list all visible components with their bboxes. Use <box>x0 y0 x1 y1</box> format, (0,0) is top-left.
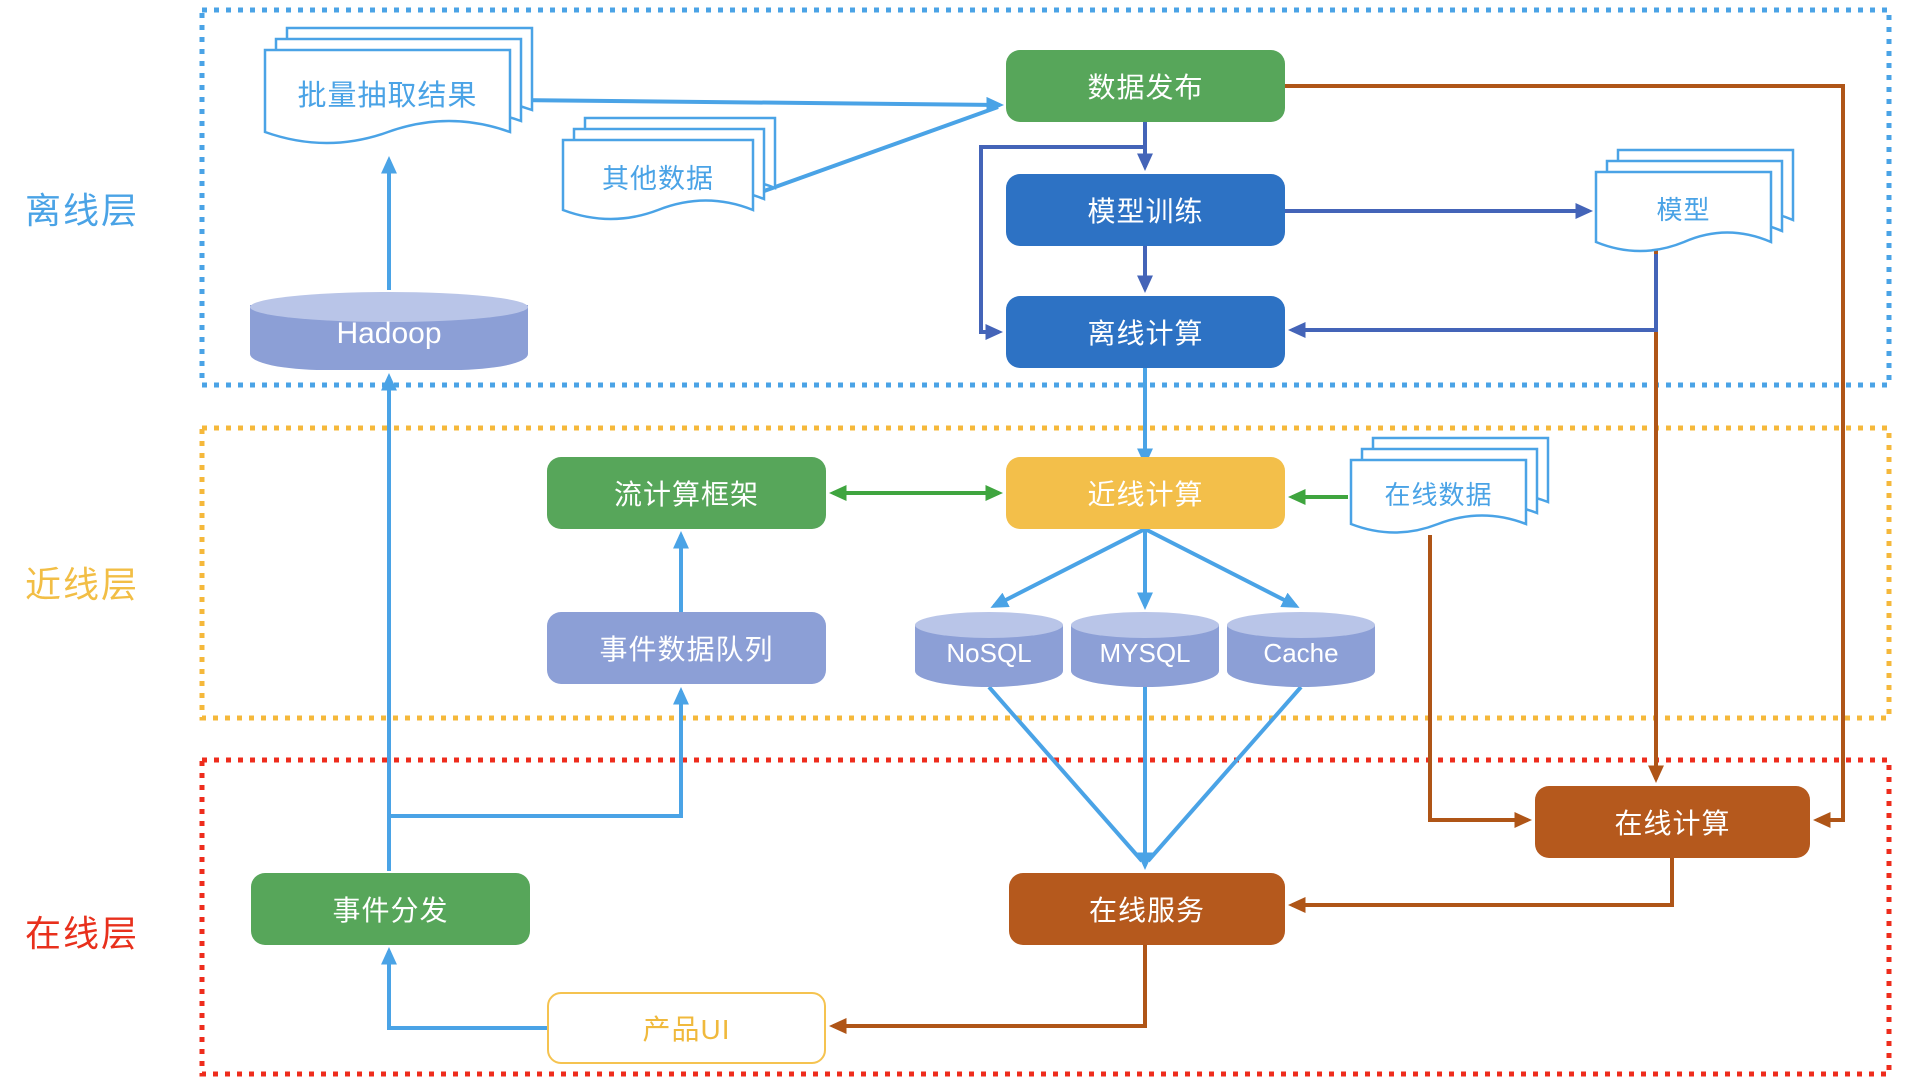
offline-layer-label: 离线层 <box>25 190 140 231</box>
online-layer-label: 在线层 <box>25 913 140 954</box>
edge-data-publish-to-online-compute <box>1285 84 1845 828</box>
batch-extract-result-document <box>263 26 534 145</box>
node-nearline-compute: 近线计算 <box>1006 457 1285 529</box>
edge-cache-to-online-service <box>1146 685 1303 863</box>
edge-data-publish-to-offline-compute <box>979 145 1145 340</box>
cache-cylinder-top <box>1227 612 1375 638</box>
online-layer-border <box>199 757 1892 1077</box>
model-label: 模型 <box>1656 194 1711 225</box>
offline-layer-border <box>199 7 1892 388</box>
node-online-compute: 在线计算 <box>1535 786 1810 858</box>
mysql-cylinder-top <box>1071 612 1219 638</box>
node-model-training: 模型训练 <box>1006 174 1285 246</box>
node-stream-framework: 流计算框架 <box>547 457 826 529</box>
node-offline-compute: 离线计算 <box>1006 296 1285 368</box>
other-data-label: 其他数据 <box>602 163 714 194</box>
model-document <box>1594 148 1795 253</box>
node-event-queue: 事件数据队列 <box>547 612 826 684</box>
cylinder-hadoop: Hadoop <box>250 292 528 370</box>
other-data-document <box>561 116 777 221</box>
online-data-document <box>1349 436 1550 534</box>
edge-online-service-to-product-ui <box>829 945 1147 1034</box>
edge-nosql-to-online-service <box>987 685 1144 863</box>
edge-other-data-to-data-publish <box>752 105 999 197</box>
hadoop-label: Hadoop <box>336 317 442 350</box>
node-data-publish: 数据发布 <box>1006 50 1285 122</box>
cylinder-nosql: NoSQL <box>915 612 1063 687</box>
nosql-cylinder-top <box>915 612 1063 638</box>
nearline-layer-label: 近线层 <box>25 564 140 605</box>
edge-online-compute-to-online-service <box>1288 858 1674 913</box>
edge-event-dispatch-to-event-queue <box>389 687 689 818</box>
nearline-layer-border <box>199 425 1892 721</box>
online-data-label: 在线数据 <box>1384 479 1493 510</box>
cache-label: Cache <box>1263 638 1339 668</box>
cylinder-mysql: MYSQL <box>1071 612 1219 687</box>
mysql-label: MYSQL <box>1099 638 1191 668</box>
edge-batch-extract-to-data-publish <box>511 96 1004 113</box>
edge-nearline-compute-to-cache <box>1144 527 1300 608</box>
node-product-ui: 产品UI <box>547 992 826 1064</box>
hadoop-cylinder-top <box>250 292 528 322</box>
node-event-dispatch: 事件分发 <box>251 873 530 945</box>
edge-model-to-offline-compute <box>1288 254 1658 338</box>
edge-product-ui-to-event-dispatch <box>381 947 547 1030</box>
cylinder-cache: Cache <box>1227 612 1375 687</box>
batch-extract-result-label: 批量抽取结果 <box>297 79 478 112</box>
edge-nearline-compute-to-nosql <box>990 527 1146 608</box>
node-online-service: 在线服务 <box>1009 873 1285 945</box>
nosql-label: NoSQL <box>946 638 1032 668</box>
edge-online-data-to-online-compute <box>1428 535 1532 828</box>
